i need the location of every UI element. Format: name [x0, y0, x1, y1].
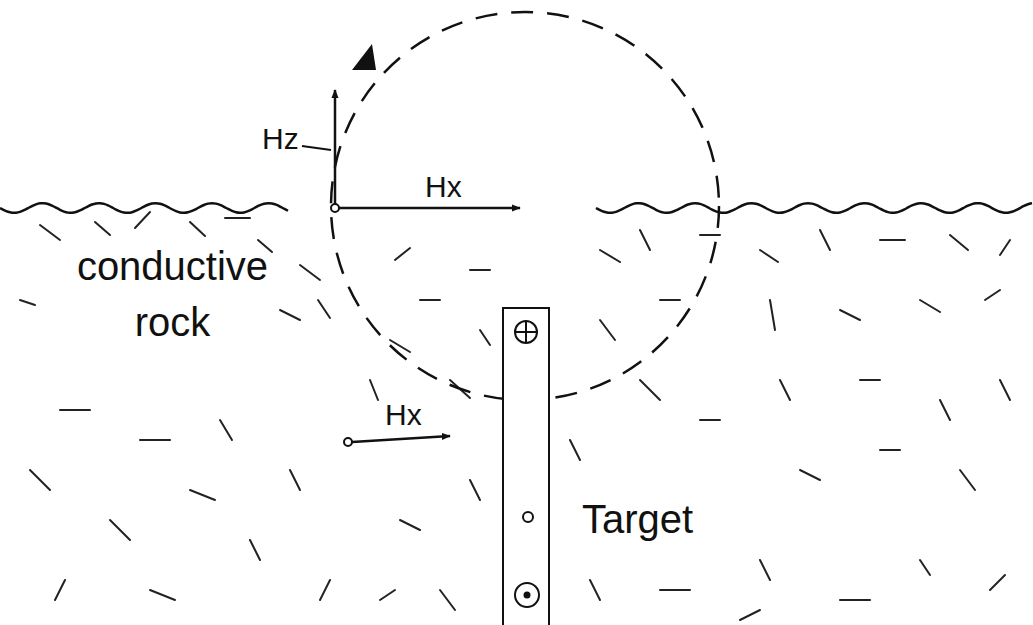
rock-texture	[440, 590, 455, 610]
current-out-of-page	[524, 592, 531, 599]
rock-texture	[40, 225, 60, 240]
rock-texture	[20, 300, 35, 305]
rock-texture	[140, 439, 170, 441]
rock-texture	[1000, 240, 1010, 255]
current-into-page	[515, 321, 537, 343]
rock-texture	[250, 540, 260, 560]
hx-vector	[352, 436, 450, 442]
rock-texture	[780, 380, 790, 400]
field-line	[331, 12, 719, 400]
station-point	[331, 204, 339, 212]
target-body: Target	[502, 307, 550, 625]
rock-texture	[660, 589, 690, 591]
rock-texture	[225, 217, 250, 219]
rock-texture	[840, 310, 860, 320]
rock-texture	[1000, 380, 1010, 400]
rock-texture	[420, 299, 440, 301]
rock-texture	[570, 440, 580, 460]
rock-texture	[318, 300, 330, 318]
hx-vector	[335, 207, 520, 210]
current-out-of-page	[523, 512, 533, 522]
rock-texture	[920, 560, 930, 575]
station-point	[344, 438, 352, 446]
rock-texture	[985, 290, 1000, 300]
rock-texture	[590, 580, 600, 600]
rock-texture	[480, 330, 490, 345]
rock-texture	[300, 265, 320, 280]
rock-texture	[190, 490, 215, 500]
rock-texture	[95, 222, 110, 235]
rock-texture	[110, 520, 130, 540]
rock-texture	[600, 250, 620, 262]
rock-texture	[660, 299, 680, 301]
rock-texture	[760, 250, 778, 262]
rock-texture	[800, 470, 820, 480]
rock-texture	[960, 470, 975, 490]
field-component-label: Hz	[262, 124, 299, 154]
rock-texture	[400, 520, 420, 530]
ground-surface	[0, 203, 1032, 213]
rock-texture	[920, 300, 940, 312]
current-symbols	[504, 309, 548, 625]
rock-texture	[600, 320, 615, 340]
ground-surface	[0, 203, 288, 213]
target-label: Target	[582, 499, 693, 539]
rock-texture	[55, 580, 65, 600]
rock-texture	[470, 480, 480, 500]
rock-texture	[395, 248, 410, 260]
ground-surface	[596, 203, 1032, 213]
rock-texture	[320, 580, 330, 600]
hz-vector	[334, 90, 337, 208]
rock-texture	[880, 449, 900, 451]
rock-texture	[220, 420, 232, 440]
rock-texture	[290, 470, 300, 490]
rock-texture	[770, 300, 775, 330]
region-label: conductive rock	[55, 238, 290, 350]
rock-texture	[740, 610, 760, 620]
field-component-label: Hx	[425, 172, 462, 202]
rock-texture	[380, 590, 395, 600]
rock-texture	[390, 340, 410, 352]
rock-texture	[470, 269, 490, 271]
current-into-page	[515, 321, 537, 343]
rock-texture	[640, 230, 650, 250]
rock-texture	[30, 470, 50, 490]
rock-texture	[150, 590, 175, 600]
rock-texture	[950, 235, 968, 250]
field-component-label: Hx	[385, 400, 422, 430]
rock-texture	[370, 380, 378, 400]
rock-texture	[840, 599, 870, 601]
rock-texture	[760, 560, 770, 580]
rock-texture	[280, 310, 300, 320]
rock-texture	[135, 212, 150, 228]
field-direction-arrow	[352, 44, 376, 70]
rock-texture	[640, 380, 660, 400]
rock-texture	[820, 230, 830, 250]
rock-texture	[700, 419, 720, 421]
leader-line	[302, 146, 331, 150]
rock-texture	[940, 400, 950, 420]
current-out-of-page	[515, 583, 539, 607]
rock-texture	[880, 239, 905, 241]
rock-texture	[700, 234, 720, 236]
rock-texture	[60, 409, 90, 411]
rock-texture	[860, 379, 880, 381]
rock-texture	[190, 222, 205, 236]
rock-texture	[990, 575, 1005, 590]
